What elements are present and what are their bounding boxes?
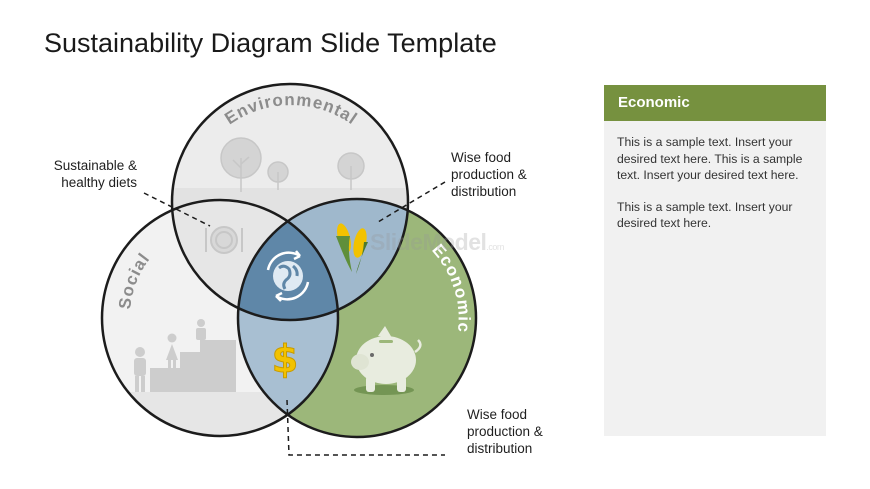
callout-line: distribution [451,184,517,199]
corn-icon [336,223,368,274]
leader-wise-bottom [286,399,445,456]
callout-line: Sustainable & [53,158,137,173]
callout-line: production & [467,424,543,439]
economic-info-panel: Economic This is a sample text. Insert y… [604,85,826,436]
plate-cutlery-icon [205,226,243,254]
callout-line: healthy diets [61,175,137,190]
callout-wise-food-top: Wise food production & distribution [451,149,561,200]
leader-wise-top [377,181,446,223]
callout-line: production & [451,167,527,182]
callout-line: Wise food [467,407,528,422]
panel-paragraph-2: This is a sample text. Insert your desir… [617,199,793,231]
callout-line: distribution [467,441,533,456]
slide-title: Sustainability Diagram Slide Template [44,28,497,58]
panel-body: This is a sample text. Insert your desir… [604,121,826,232]
callout-wise-food-bottom: Wise food production & distribution [467,406,577,457]
panel-header: Economic [604,85,826,121]
globe-recycle-icon [266,250,310,302]
leader-diets [143,192,211,227]
callout-line: Wise food [451,150,512,165]
people-stairs-icon [134,319,236,392]
callout-diets: Sustainable & healthy diets [40,157,137,191]
venn-diagram: $ Environmental Social Economic [100,82,478,456]
svg-text:$: $ [272,337,298,381]
panel-paragraph-1: This is a sample text. Insert your desir… [617,135,803,182]
dollar-icon: $ [271,337,298,382]
piggy-bank-icon [351,326,422,395]
watermark: SlideModel.com [370,229,504,255]
tree-icon [220,137,365,192]
